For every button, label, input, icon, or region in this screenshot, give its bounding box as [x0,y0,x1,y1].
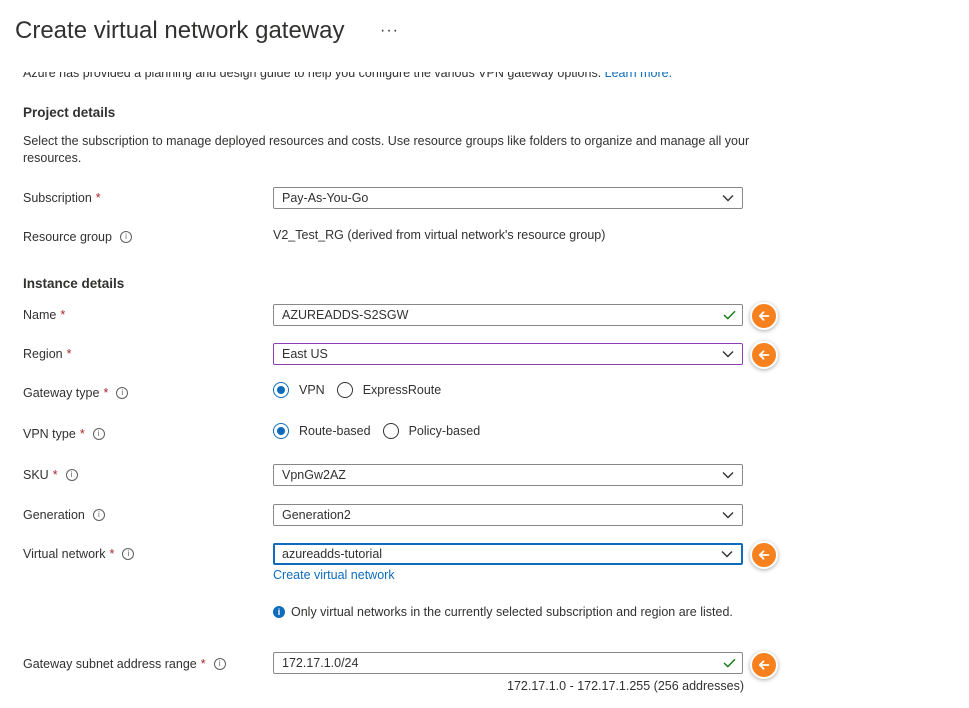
intro-text: Azure has provided a planning and design… [23,67,672,81]
checkmark-icon [723,310,736,320]
info-icon[interactable]: i [92,428,105,440]
name-value: AZUREADDS-S2SGW [282,308,409,322]
radio-button[interactable] [273,382,289,398]
vpn-type-label-text: VPN type [23,427,76,441]
project-details-heading: Project details [23,105,116,120]
generation-label: Generation i [23,508,105,522]
required-indicator: * [103,386,109,400]
subscription-label-text: Subscription [23,191,92,205]
gateway-type-label-text: Gateway type [23,386,100,400]
intro-description: Azure has provided a planning and design… [23,72,602,80]
gateway-type-radio-group: VPN ExpressRoute [273,382,453,398]
chevron-down-icon [722,472,734,479]
gateway-subnet-label: Gateway subnet address range * i [23,657,226,671]
virtual-network-value: azureadds-tutorial [282,547,383,561]
name-label-text: Name [23,308,57,322]
chevron-down-icon [722,512,734,519]
arrow-left-icon [750,341,778,369]
info-note-text: Only virtual networks in the currently s… [291,605,733,619]
region-label: Region * [23,347,72,361]
info-icon[interactable]: i [65,469,78,481]
required-indicator: * [200,657,206,671]
checkmark-icon [723,658,736,668]
subscription-dropdown[interactable]: Pay-As-You-Go [273,187,743,209]
gateway-subnet-value: 172.17.1.0/24 [282,656,359,670]
required-indicator: * [60,308,66,322]
info-icon[interactable]: i [213,658,226,670]
chevron-down-icon [721,551,733,558]
region-value: East US [282,347,328,361]
resource-group-label: Resource group i [23,230,132,244]
radio-label: ExpressRoute [362,383,442,397]
radio-label: Policy-based [408,424,481,438]
gateway-subnet-input[interactable]: 172.17.1.0/24 [273,652,743,674]
virtual-network-label-text: Virtual network [23,547,106,561]
info-icon[interactable]: i [116,387,129,399]
required-indicator: * [79,427,85,441]
resource-group-value: V2_Test_RG (derived from virtual network… [273,228,606,242]
vpn-type-radio-group: Route-based Policy-based [273,423,492,439]
sku-dropdown[interactable]: VpnGw2AZ [273,464,743,486]
required-indicator: * [95,191,101,205]
generation-dropdown[interactable]: Generation2 [273,504,743,526]
required-indicator: * [66,347,72,361]
chevron-down-icon [722,351,734,358]
sku-label: SKU * i [23,468,78,482]
name-input[interactable]: AZUREADDS-S2SGW [273,304,743,326]
subscription-label: Subscription * [23,191,101,205]
generation-label-text: Generation [23,508,85,522]
virtual-network-dropdown[interactable]: azureadds-tutorial [273,543,743,565]
virtual-network-info-note: i Only virtual networks in the currently… [273,604,733,621]
info-icon[interactable]: i [119,231,132,243]
required-indicator: * [109,547,115,561]
virtual-network-label: Virtual network * i [23,547,135,561]
name-label: Name * [23,308,65,322]
page-title: Create virtual network gateway [15,17,345,44]
info-icon: i [273,606,285,618]
instance-details-heading: Instance details [23,276,125,291]
gateway-type-label: Gateway type * i [23,386,129,400]
learn-more-link[interactable]: Learn more. [604,72,673,80]
create-virtual-network-link[interactable]: Create virtual network [273,568,395,582]
region-dropdown[interactable]: East US [273,343,743,365]
gateway-type-option-expressroute[interactable]: ExpressRoute [336,382,442,398]
chevron-down-icon [722,195,734,202]
sku-value: VpnGw2AZ [282,468,346,482]
arrow-left-icon [750,651,778,679]
info-icon[interactable]: i [122,548,135,560]
vpn-type-option-policy-based[interactable]: Policy-based [382,423,481,439]
required-indicator: * [52,468,58,482]
radio-button[interactable] [382,423,399,439]
gateway-type-option-vpn[interactable]: VPN [273,382,325,398]
vpn-type-option-route-based[interactable]: Route-based [273,423,371,439]
generation-value: Generation2 [282,508,351,522]
sku-label-text: SKU [23,468,49,482]
arrow-left-icon [750,302,778,330]
arrow-left-icon [750,541,778,569]
subnet-address-range: 172.17.1.0 - 172.17.1.255 (256 addresses… [507,679,744,693]
radio-button[interactable] [336,382,353,398]
info-icon[interactable]: i [92,509,105,521]
gateway-subnet-label-text: Gateway subnet address range [23,657,197,671]
radio-button[interactable] [273,423,289,439]
radio-label: Route-based [299,424,371,438]
resource-group-label-text: Resource group [23,230,112,244]
subscription-value: Pay-As-You-Go [282,191,369,205]
region-label-text: Region [23,347,63,361]
project-details-description: Select the subscription to manage deploy… [23,134,750,165]
radio-label: VPN [299,383,325,397]
vpn-type-label: VPN type * i [23,427,105,441]
more-options-button[interactable]: ··· [380,22,399,39]
